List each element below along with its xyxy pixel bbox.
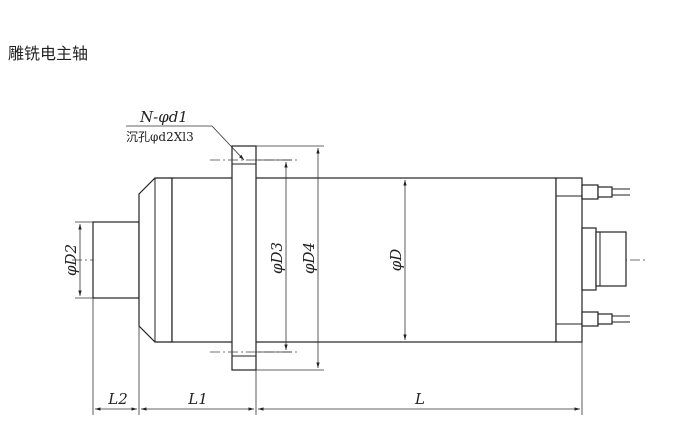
counterbore-spec-label: 沉孔φd2Xl3 <box>126 130 194 144</box>
shaft <box>92 221 140 299</box>
top-fitting-body <box>597 186 613 198</box>
flange <box>231 145 257 371</box>
l1-label: L1 <box>187 390 208 408</box>
rear-cap <box>555 177 583 343</box>
page-title: 雕铣电主轴 <box>8 44 89 63</box>
d-label: φD <box>387 249 405 272</box>
d3-label: φD3 <box>268 242 286 274</box>
d2-label: φD2 <box>62 244 80 276</box>
main-body <box>171 177 557 343</box>
bottom-fitting-body <box>597 313 613 325</box>
connector-base <box>581 227 597 291</box>
l2-label: L2 <box>107 390 128 408</box>
bottom-fitting-nut <box>581 311 599 327</box>
top-fitting-nut <box>581 184 599 200</box>
hole-spec-label: N-φd1 <box>139 108 188 126</box>
l-label: L <box>414 390 425 408</box>
hole-leader-line <box>211 125 245 161</box>
connector-plug <box>595 231 627 287</box>
d4-label: φD4 <box>300 242 318 274</box>
